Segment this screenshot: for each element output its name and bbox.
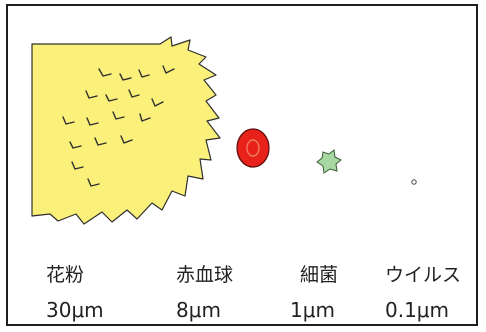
size-red-blood-cell: 8μm [176, 298, 221, 322]
label-virus: ウイルス [385, 264, 462, 286]
pollen-grain [31, 36, 221, 225]
label-bacteria: 細菌 [300, 264, 339, 286]
label-red-blood-cell: 赤血球 [176, 264, 234, 286]
red-blood-cell [236, 128, 270, 168]
size-bacteria: 1μm [290, 298, 335, 322]
red-blood-cell-highlight [246, 139, 260, 157]
pollen-surface-marks [62, 65, 175, 187]
label-pollen: 花粉 [46, 264, 85, 286]
size-pollen: 30μm [46, 298, 104, 322]
virus [411, 179, 417, 185]
size-virus: 0.1μm [385, 298, 450, 322]
bacterium [316, 149, 342, 174]
